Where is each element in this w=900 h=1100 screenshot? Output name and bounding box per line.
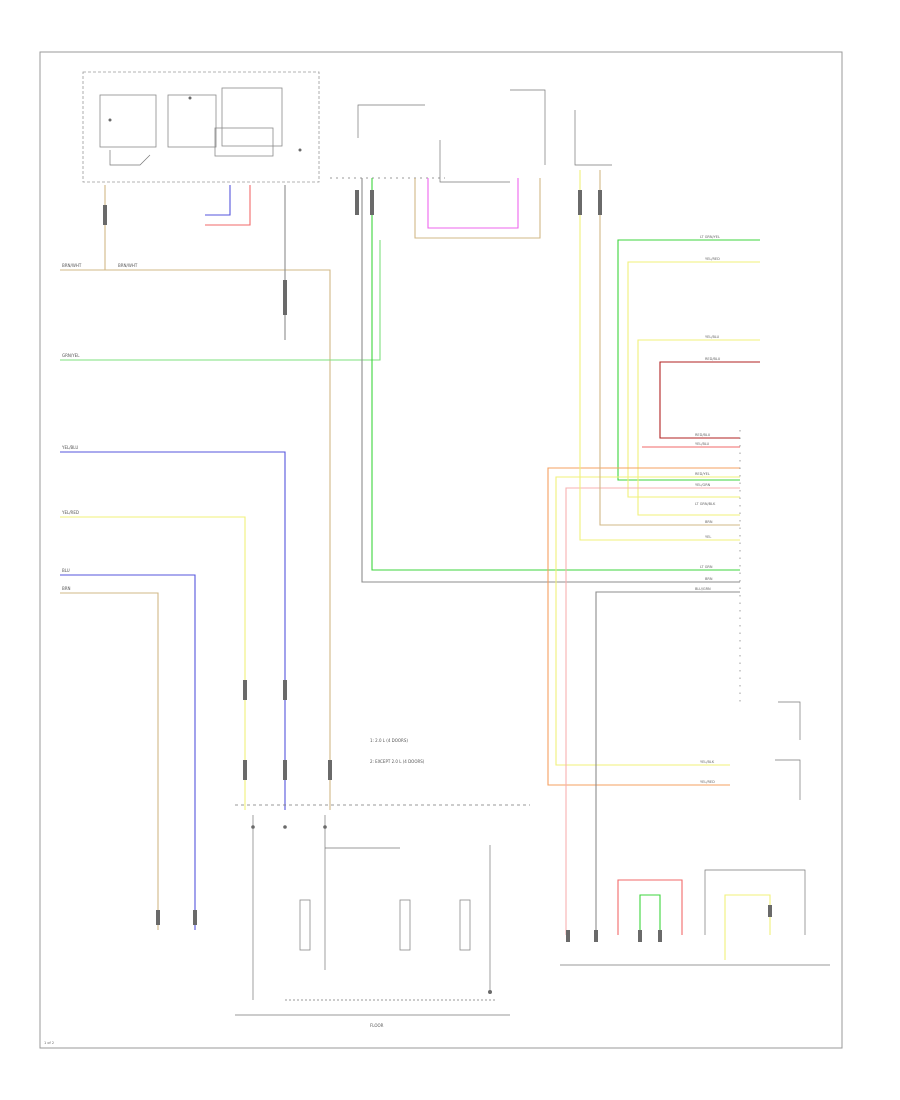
connector-mark-4 — [283, 680, 287, 700]
module-internal-block-3 — [221, 87, 283, 147]
label-left-w3: YEL/BLU — [61, 445, 78, 450]
label-right-r11: YEL — [705, 535, 711, 539]
wire-brn-wht — [60, 269, 331, 810]
diagram-frame — [39, 51, 843, 1049]
connector-mark-8 — [156, 910, 160, 925]
bottom-connector-1 — [299, 899, 311, 951]
label-right-r3: YEL/BLU — [705, 335, 720, 339]
label-right-r1: LT GRN/YEL — [700, 235, 720, 239]
wire-red-bottom — [617, 879, 683, 935]
wire-green-long — [371, 178, 740, 571]
callout-bracket-3 — [510, 89, 546, 165]
wire-tan-loop — [414, 178, 541, 239]
wire-pink-loop — [427, 178, 519, 229]
connector-mark-1 — [103, 205, 107, 225]
control-module-box — [82, 71, 320, 183]
label-left-w4: YEL/RED — [61, 510, 79, 515]
wire-yel-blu — [60, 451, 286, 810]
label-right-r2: YEL/RED — [705, 257, 720, 261]
connector-mark-15 — [594, 930, 598, 942]
wire-orange-long — [547, 467, 740, 786]
callout-bracket-4 — [574, 110, 612, 166]
connector-mark-11 — [370, 190, 374, 215]
connector-mark-3 — [243, 680, 247, 700]
footer-code: 1 of 2 — [44, 1041, 54, 1045]
connector-mark-12 — [578, 190, 582, 215]
ground-node-4 — [488, 990, 492, 994]
connector-mark-2 — [283, 280, 287, 315]
label-right-r5: RED/BLU — [695, 433, 711, 437]
wire-yellow-right-top — [627, 261, 760, 498]
module-node-1 — [108, 118, 112, 122]
connector-mark-14 — [566, 930, 570, 942]
callout-right-1 — [778, 701, 801, 740]
module-internal-block-1 — [99, 94, 157, 148]
wire-red-right — [659, 361, 760, 439]
label-right-r6: YEL/BLU — [695, 442, 710, 446]
ground-node-3 — [323, 825, 327, 829]
label-right-r9: LT GRN/BLK — [695, 502, 716, 506]
label-left-w5: BLU — [62, 568, 70, 573]
module-internal-trace — [109, 150, 151, 166]
label-right-r8: YEL/GRN — [695, 483, 711, 487]
label-left-w1b: BRN/WHT — [118, 263, 138, 268]
wire-green-right-top — [617, 239, 760, 481]
label-right-r7: RED/YEL — [695, 472, 710, 476]
wire-outline-bottom — [704, 869, 806, 935]
wire-yellow-long — [555, 476, 740, 766]
ground-node-1 — [251, 825, 255, 829]
connector-mark-10 — [355, 190, 359, 215]
wire-yel-red — [60, 516, 246, 810]
callout-right-2 — [775, 759, 801, 800]
ground-node-2 — [283, 825, 287, 829]
connector-mark-17 — [658, 930, 662, 942]
module-internal-block-2 — [167, 94, 217, 148]
callout-bracket-2 — [439, 140, 510, 183]
floor-label: FLOOR — [370, 1023, 384, 1028]
label-left-w1: BRN/WHT — [62, 263, 82, 268]
connector-mark-5 — [243, 760, 247, 780]
callout-bracket-1 — [357, 104, 425, 138]
wire-gray-right — [595, 591, 740, 935]
wire-yellow-right-mid — [637, 339, 760, 516]
wire-gray-long — [361, 178, 740, 583]
wire-brn — [60, 592, 159, 930]
label-right-r16: YEL/RED — [700, 780, 715, 784]
wire-tan-right — [599, 170, 740, 526]
connector-mark-7 — [328, 760, 332, 780]
wire-blu — [60, 574, 196, 930]
wire-yellow-bottom — [724, 894, 771, 960]
bottom-connector-2 — [399, 899, 411, 951]
connector-mark-6 — [283, 760, 287, 780]
label-right-r10: BRN — [705, 520, 713, 524]
wire-pink-long — [565, 487, 740, 935]
wire-red-module — [205, 185, 251, 226]
label-right-r12: LT GRN — [700, 565, 713, 569]
connector-mark-16 — [638, 930, 642, 942]
wire-blue-module — [205, 185, 231, 216]
connector-mark-18 — [768, 905, 772, 917]
wire-grn-yel — [60, 240, 381, 361]
label-right-r4: RED/BLU — [705, 357, 721, 361]
label-right-r15: YEL/BLK — [700, 760, 715, 764]
wire-yellow-long-2 — [579, 170, 740, 541]
bottom-connector-3 — [459, 899, 471, 951]
wire-green-bottom — [639, 894, 661, 935]
module-node-2 — [188, 96, 192, 100]
label-right-r13: BRN — [705, 577, 713, 581]
connector-mark-13 — [598, 190, 602, 215]
label-left-w6: BRN — [62, 586, 71, 591]
module-internal-block-4 — [214, 127, 274, 157]
connector-mark-9 — [193, 910, 197, 925]
label-right-r14: BLU/GRN — [695, 587, 711, 591]
module-node-3 — [298, 148, 302, 152]
center-legend-item-2: 2: EXCEPT 2.0 L (4 DOORS) — [370, 759, 425, 764]
center-legend-item-1: 1: 2.0 L (4 DOORS) — [370, 738, 408, 743]
label-left-w2: GRN/YEL — [62, 353, 80, 358]
